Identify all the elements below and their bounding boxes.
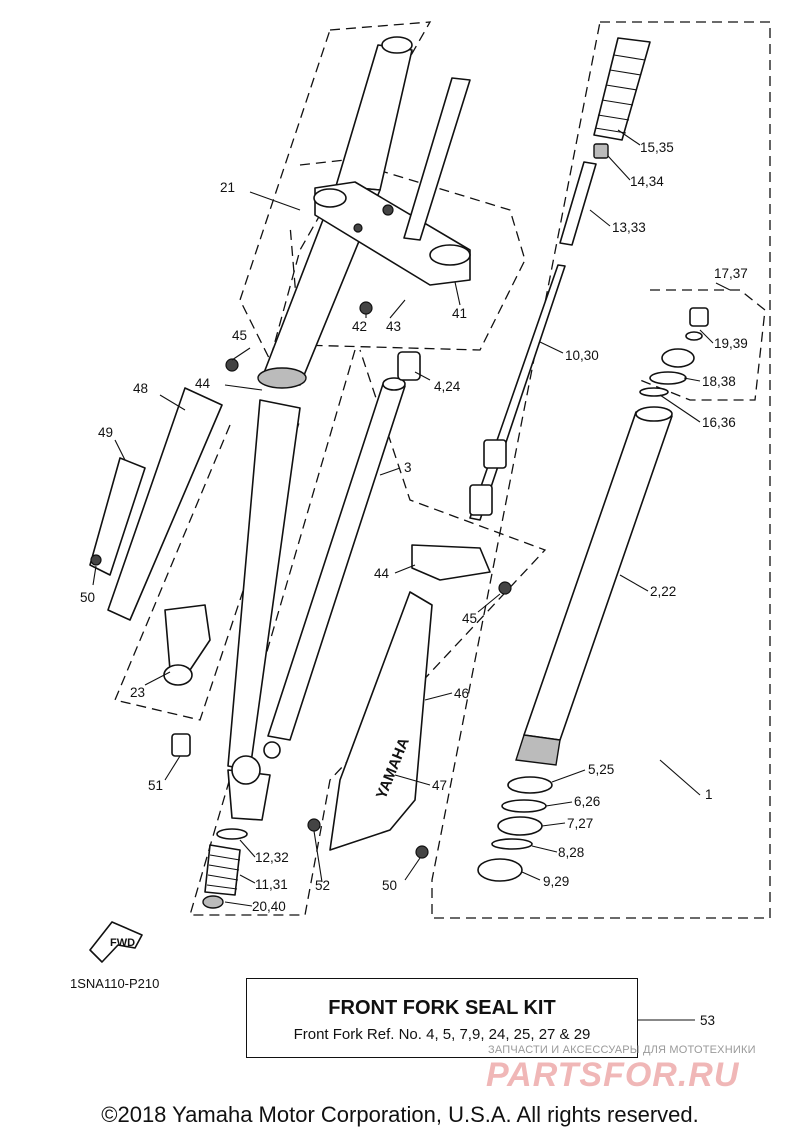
callout: 23: [130, 685, 145, 700]
lower-clamp-44: [411, 544, 491, 581]
callout: 44: [374, 566, 390, 581]
callout-labels: 21 45 44 48 49 50 23 51 42 43 41 4,24 3 …: [80, 140, 748, 1028]
nut-14: [593, 143, 609, 159]
callout: 43: [386, 319, 401, 334]
callout: 47: [432, 778, 447, 793]
inner-tube-3: [267, 77, 471, 741]
callout: 52: [315, 878, 330, 893]
rod-13: [559, 161, 597, 246]
diagram-code: 1SNA110-P210: [70, 976, 160, 991]
bolt-50-lower: [415, 845, 429, 859]
callout: 45: [462, 611, 477, 626]
seal-kit-box: FRONT FORK SEAL KIT Front Fork Ref. No. …: [246, 978, 638, 1058]
callout: 13,33: [612, 220, 646, 235]
callout: 50: [382, 878, 397, 893]
callout: 17,37: [714, 266, 748, 281]
bolt-52: [307, 818, 321, 832]
callout: 15,35: [640, 140, 674, 155]
axle-holder-23: [163, 604, 211, 686]
callout: 8,28: [558, 845, 584, 860]
damper-spring-15: [593, 37, 651, 141]
callout: 14,34: [630, 174, 664, 189]
callout: 4,24: [434, 379, 461, 394]
callout: 21: [220, 180, 235, 195]
callout: 51: [148, 778, 163, 793]
callout: 46: [454, 686, 469, 701]
svg-text:FWD: FWD: [110, 937, 135, 949]
fork-guard-48-49: [89, 387, 223, 621]
leader-lines: [92, 129, 731, 1021]
bolt-45-right: [498, 581, 512, 595]
callout: 5,25: [588, 762, 614, 777]
callout: 53: [700, 1013, 715, 1028]
watermark-logo: PARTSFOR.RU: [486, 1056, 740, 1094]
callout: 49: [98, 425, 113, 440]
callout: 1: [705, 787, 713, 802]
callout: 50: [80, 590, 95, 605]
upper-triple-clamp: [313, 181, 471, 286]
callout: 18,38: [702, 374, 736, 389]
callout: 45: [232, 328, 247, 343]
cap-bolt-17: [639, 307, 709, 397]
callout: 48: [133, 381, 148, 396]
callout: 44: [195, 376, 211, 391]
clip-51: [171, 733, 191, 757]
cylinder-parts: [483, 439, 507, 469]
callout: 16,36: [702, 415, 736, 430]
callout: 6,26: [574, 794, 600, 809]
watermark-tagline: ЗАПЧАСТИ И АКСЕССУАРЫ ДЛЯ МОТОТЕХНИКИ: [488, 1044, 756, 1056]
callout: 20,40: [252, 899, 286, 914]
seal-kit-refs: Front Fork Ref. No. 4, 5, 7,9, 24, 25, 2…: [293, 1026, 591, 1043]
callout: 12,32: [255, 850, 289, 865]
callout: 42: [352, 319, 367, 334]
fwd-arrow-icon: FWD: [89, 921, 143, 963]
outer-tube-2: [515, 406, 673, 766]
callout: 9,29: [543, 874, 569, 889]
callout: 2,22: [650, 584, 676, 599]
fork-guard-46-47: YAMAHA: [329, 591, 433, 851]
seal-kit-title: FRONT FORK SEAL KIT: [328, 997, 556, 1019]
callout: 19,39: [714, 336, 748, 351]
bolt-45-left: [225, 358, 239, 372]
copyright-notice: ©2018 Yamaha Motor Corporation, U.S.A. A…: [101, 1102, 699, 1127]
damper-rod-10: [469, 264, 566, 521]
spring-11: [202, 828, 248, 909]
bolt-42: [359, 301, 373, 315]
callout: 41: [452, 306, 467, 321]
seal-stack: [477, 776, 553, 882]
callout: 7,27: [567, 816, 593, 831]
callout: 11,31: [255, 877, 288, 892]
callout: 10,30: [565, 348, 599, 363]
callout: 3: [404, 460, 412, 475]
